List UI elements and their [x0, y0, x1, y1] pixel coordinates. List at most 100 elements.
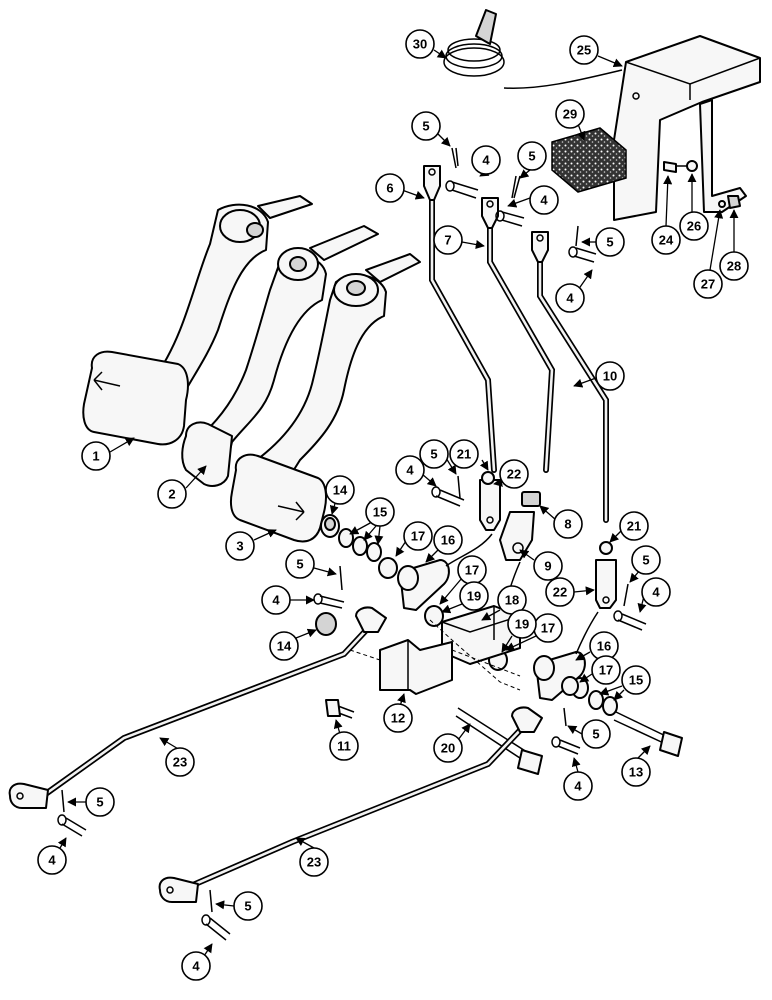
callout-14: 14: [269, 628, 317, 661]
callout-22: 22: [493, 459, 529, 489]
callout-22: 22: [545, 577, 595, 607]
callout-16: 16: [575, 631, 619, 661]
svg-text:16: 16: [597, 639, 611, 654]
pedal-2: [181, 225, 379, 487]
svg-text:5: 5: [244, 899, 251, 914]
callout-14: 14: [325, 475, 355, 515]
rod-10: [531, 231, 609, 523]
callout-4: 4: [637, 577, 671, 613]
svg-text:29: 29: [563, 107, 577, 122]
svg-text:30: 30: [413, 37, 427, 52]
callout-16: 16: [425, 525, 463, 563]
callout-5: 5: [567, 719, 611, 749]
clevis-22-right: [595, 541, 617, 609]
svg-text:5: 5: [528, 149, 535, 164]
callout-4: 4: [181, 943, 213, 981]
callout-15: 15: [599, 665, 651, 701]
callout-5: 5: [67, 787, 115, 817]
callout-19: 19: [441, 581, 489, 614]
svg-text:17: 17: [411, 529, 425, 544]
svg-text:15: 15: [629, 673, 643, 688]
svg-text:17: 17: [599, 663, 613, 678]
rod-6: [423, 165, 497, 473]
svg-text:2: 2: [168, 487, 175, 502]
svg-text:5: 5: [296, 557, 303, 572]
svg-text:25: 25: [577, 43, 591, 58]
svg-text:10: 10: [603, 369, 617, 384]
callout-5: 5: [517, 141, 547, 179]
svg-text:9: 9: [544, 559, 551, 574]
cover-25: [613, 35, 761, 221]
svg-text:3: 3: [236, 539, 243, 554]
svg-text:15: 15: [373, 505, 387, 520]
callout-28: 28: [719, 209, 749, 281]
rod-23-upper: [8, 606, 387, 809]
svg-text:17: 17: [541, 621, 555, 636]
callout-4: 4: [261, 585, 315, 615]
callout-9: 9: [519, 549, 563, 581]
svg-text:4: 4: [48, 853, 56, 868]
svg-text:6: 6: [386, 181, 393, 196]
callout-7: 7: [433, 225, 485, 255]
bracket-18: [441, 605, 521, 665]
callout-23: 23: [159, 737, 195, 777]
svg-text:5: 5: [422, 119, 429, 134]
svg-text:4: 4: [566, 291, 574, 306]
svg-text:18: 18: [505, 593, 519, 608]
callout-21: 21: [609, 511, 649, 543]
callout-5: 5: [419, 439, 457, 475]
callout-23: 23: [295, 837, 329, 877]
rod-23-lower: [158, 706, 543, 903]
rod-7: [481, 197, 556, 473]
callout-27: 27: [693, 209, 724, 299]
callout-25: 25: [569, 35, 623, 68]
levers-16: [397, 559, 586, 701]
callout-19: 19: [501, 609, 537, 653]
svg-text:5: 5: [606, 235, 613, 250]
pedal-3: [230, 253, 421, 543]
svg-text:28: 28: [727, 259, 741, 274]
svg-text:14: 14: [333, 483, 348, 498]
callout-1: 1: [81, 437, 135, 471]
svg-text:21: 21: [457, 447, 471, 462]
clevis-9: [499, 491, 541, 561]
svg-text:17: 17: [465, 563, 479, 578]
svg-text:21: 21: [627, 519, 641, 534]
svg-text:23: 23: [173, 755, 187, 770]
svg-text:4: 4: [652, 585, 660, 600]
svg-text:4: 4: [272, 593, 280, 608]
callout-6: 6: [375, 173, 425, 203]
callout-17: 17: [505, 613, 563, 651]
callout-5: 5: [215, 891, 263, 921]
bolt-11: [325, 699, 355, 719]
callout-21: 21: [449, 439, 489, 471]
svg-text:5: 5: [96, 795, 103, 810]
svg-text:7: 7: [444, 233, 451, 248]
callout-12: 12: [383, 693, 413, 733]
svg-text:4: 4: [540, 193, 548, 208]
svg-text:5: 5: [642, 553, 649, 568]
svg-text:4: 4: [482, 153, 490, 168]
callout-5: 5: [285, 549, 337, 579]
assembly-lines: [349, 619, 521, 691]
callout-4: 4: [37, 837, 67, 875]
nuts-14: [315, 517, 337, 636]
svg-text:1: 1: [92, 449, 99, 464]
callout-8: 8: [539, 505, 583, 539]
callout-17: 17: [579, 655, 621, 685]
svg-text:24: 24: [659, 233, 674, 248]
bolt-13: [613, 711, 683, 757]
svg-text:13: 13: [629, 765, 643, 780]
pedal-1: [82, 195, 313, 446]
svg-text:5: 5: [592, 727, 599, 742]
svg-text:27: 27: [701, 277, 715, 292]
callout-4: 4: [507, 185, 559, 215]
svg-text:5: 5: [430, 447, 437, 462]
svg-text:11: 11: [337, 739, 351, 754]
callout-5: 5: [411, 111, 451, 147]
callout-4: 4: [471, 145, 501, 177]
callout-4: 4: [395, 455, 437, 487]
callout-24: 24: [651, 175, 681, 255]
callout-17: 17: [395, 521, 433, 557]
